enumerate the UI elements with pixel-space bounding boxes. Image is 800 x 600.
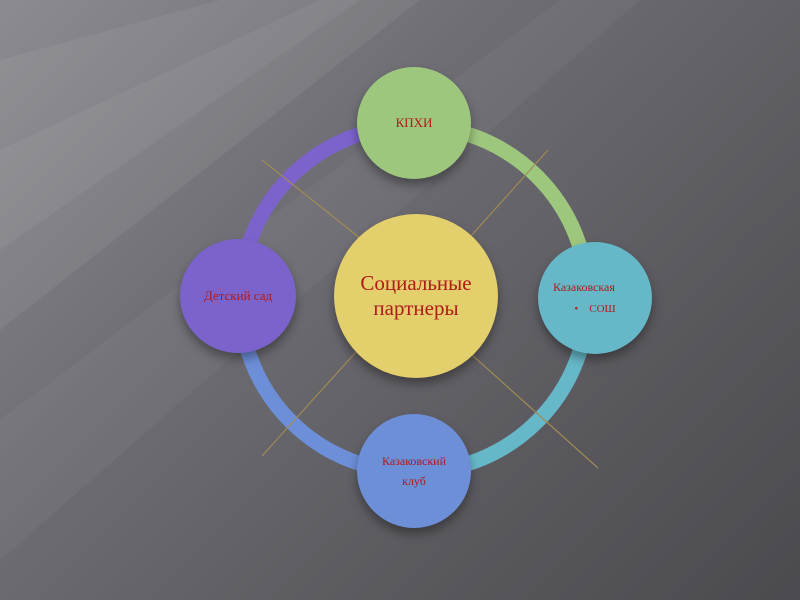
node-club: Казаковский клуб: [357, 414, 471, 528]
node-club-sublabel: клуб: [402, 474, 426, 488]
node-school: Казаковская • СОШ: [538, 242, 652, 354]
connector-line-ne: [461, 149, 549, 247]
node-kphi-label: КПХИ: [395, 115, 433, 130]
node-school-bullet: • СОШ: [574, 302, 616, 315]
node-kindergarten: Детский сад: [180, 239, 296, 353]
connector-line-se: [461, 345, 599, 469]
center-node: Социальные партнеры: [334, 214, 498, 378]
node-school-bullet-text: СОШ: [589, 302, 616, 315]
node-kindergarten-label: Детский сад: [203, 287, 273, 303]
node-school-label: Казаковская: [553, 280, 615, 295]
node-club-label: Казаковский: [381, 453, 447, 468]
node-kphi: КПХИ: [357, 67, 471, 179]
center-node-label: Социальные партнеры: [360, 270, 472, 320]
connector-line-sw: [261, 351, 357, 457]
connector-line-nw: [261, 159, 371, 247]
